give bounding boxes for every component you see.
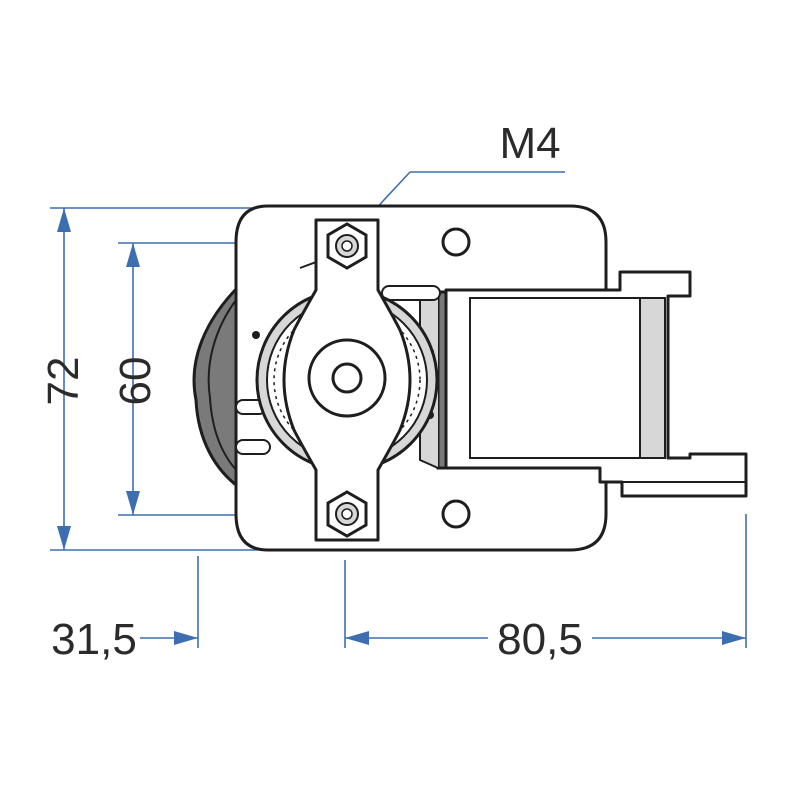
coil-winding — [469, 297, 666, 459]
shaft — [331, 362, 363, 394]
housing-arc-left — [192, 281, 242, 491]
label-thread-m4: M4 — [499, 119, 560, 168]
arrow-60-bottom — [126, 491, 140, 515]
arrow-80-5-right — [722, 631, 746, 645]
clip-top-right — [381, 285, 441, 301]
arrow-72-top — [57, 208, 71, 232]
mounting-hole-top-right — [441, 227, 471, 257]
label-height-mounting: 60 — [111, 357, 160, 406]
mounting-hole-bottom-right — [441, 499, 471, 529]
arrow-60-top — [126, 243, 140, 267]
nut-top-thread — [341, 240, 353, 252]
label-offset-left: 31,5 — [51, 615, 137, 664]
arrow-72-bottom — [57, 526, 71, 550]
dimension-labels: M4 72 60 31,5 80,5 — [39, 119, 583, 664]
rivet-left — [252, 331, 260, 339]
coil-winding-shade — [639, 297, 666, 459]
strap-edge-top — [299, 220, 317, 269]
housing-arc-inner — [207, 299, 239, 473]
arrow-31-5 — [174, 631, 198, 645]
label-length-overall: 80,5 — [497, 615, 583, 664]
label-height-overall: 72 — [39, 357, 88, 406]
clip-lower — [235, 439, 271, 455]
nut-bottom-thread — [341, 508, 353, 520]
motor-body — [192, 204, 748, 552]
arrow-80-5-left — [345, 631, 369, 645]
